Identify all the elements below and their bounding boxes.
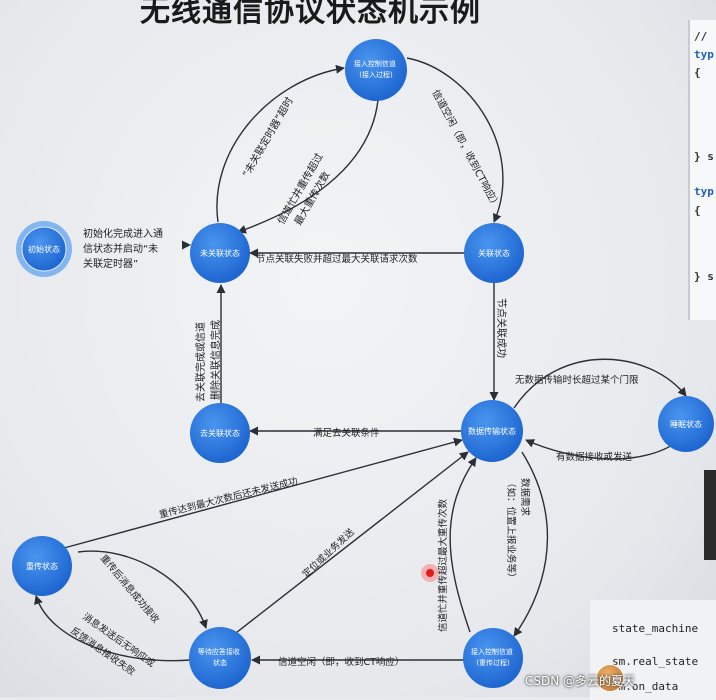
csdn-watermark: CSDN @多云的夏天 [525, 674, 636, 688]
label-deassoc-cond: 满足去关联条件 [313, 427, 380, 439]
label-assoc-ok: 节点关联成功 [495, 298, 508, 358]
label-data-busy-1: 信道忙并重传超过最大重传次数 [437, 498, 449, 632]
label-timeout: “未关联定时器”超时 [239, 95, 295, 180]
node-data-trans-label: 数据传输状态 [468, 426, 516, 436]
node-data-trans: 数据传输状态 [461, 400, 523, 462]
arrow-no-ack [34, 595, 191, 662]
label-ack-chan: 信道空闲（即，收到CT响应） [278, 656, 404, 668]
arrow-timeout [216, 64, 345, 223]
arrow-need-ack [231, 451, 469, 637]
label-init-2: 信状态并启动“未 [83, 242, 158, 255]
arrow-retrans-ok [77, 550, 208, 629]
node-deassoc: 去关联状态 [190, 403, 250, 463]
label-data-req-2: （如：位置上报业务等） [505, 478, 517, 583]
node-wait-ack-label: 等待应答接收 状态 [198, 647, 242, 667]
node-sleep-label: 睡眠状态 [670, 419, 702, 429]
monitor-edge [704, 470, 716, 560]
label-deassoc-done-2: 删除关联信息完成 [209, 320, 222, 400]
node-unassoc: 未关联状态 [190, 223, 250, 283]
arrow-no-data [513, 358, 687, 409]
node-assoc-label: 关联状态 [478, 248, 510, 258]
node-access-chan-label: 接入控制信道 (接入过程) [354, 59, 398, 79]
arrow-data-busy [449, 457, 477, 633]
code-line: { [694, 204, 701, 217]
code-line: { [694, 66, 701, 79]
code-panel-right: // typ { } s typ { } s [688, 20, 716, 320]
node-assoc: 关联状态 [464, 223, 524, 283]
node-access-data: 接入控制信道 (重传过程) [463, 628, 523, 688]
node-access-chan: 接入控制信道 (接入过程) [345, 39, 407, 101]
label-assoc-fail: 节点关联失败并超过最大关联请求次数 [256, 253, 418, 265]
code-line: typ [694, 48, 714, 61]
code-line: sm.on_data [612, 680, 679, 693]
code-line: state_machine [612, 622, 699, 635]
code-line: sm.real_state [612, 655, 699, 668]
node-init: 初始状态 [16, 221, 72, 277]
label-no-data: 无数据传输时长超过某个门限 [515, 374, 639, 386]
node-unassoc-label: 未关联状态 [200, 248, 240, 258]
arrow-access-fail [237, 99, 379, 234]
node-access-data-label: 接入控制信道 (重传过程) [471, 647, 515, 667]
node-retrans-label: 重传状态 [26, 561, 58, 571]
laser-pointer-dot [421, 564, 439, 582]
arrow-access-ok [406, 57, 504, 223]
code-line: } s [694, 150, 714, 163]
label-retrans-max: 重传达到最大次数后还未发送成功 [158, 475, 299, 521]
node-init-label: 初始状态 [28, 244, 60, 254]
code-line: typ [694, 185, 714, 198]
watermark-avatar [596, 664, 624, 692]
label-need-ack: 定位或业务发送 [300, 526, 357, 580]
label-access-ok: 信道空闲（即，收到CT响应） [429, 87, 503, 211]
page-title: 无线通信协议状态机示例 [140, 0, 481, 29]
node-sleep: 睡眠状态 [658, 396, 714, 452]
arrow-retrans-max [63, 437, 463, 549]
label-retrans-ok: 重传后消息成功接收 [98, 552, 162, 626]
label-init-1: 初始化完成进入通 [83, 227, 163, 240]
node-retrans: 重传状态 [12, 536, 72, 596]
code-line: // [694, 30, 708, 43]
label-init-3: 关联定时器” [83, 257, 138, 270]
arrow-data-req [513, 451, 549, 637]
node-deassoc-label: 去关联状态 [200, 428, 240, 438]
label-wake: 有数据接收或发送 [556, 451, 633, 463]
code-panel-bottom: state_machine sm.real_state sm.on_data [590, 600, 716, 700]
node-wait-ack: 等待应答接收 状态 [189, 627, 251, 689]
label-deassoc-done-1: 去关联完成或信道 [194, 322, 207, 402]
arrow-wake [525, 439, 681, 460]
label-data-req-1: 数据需求 [519, 478, 531, 517]
code-line: } s [694, 270, 714, 283]
